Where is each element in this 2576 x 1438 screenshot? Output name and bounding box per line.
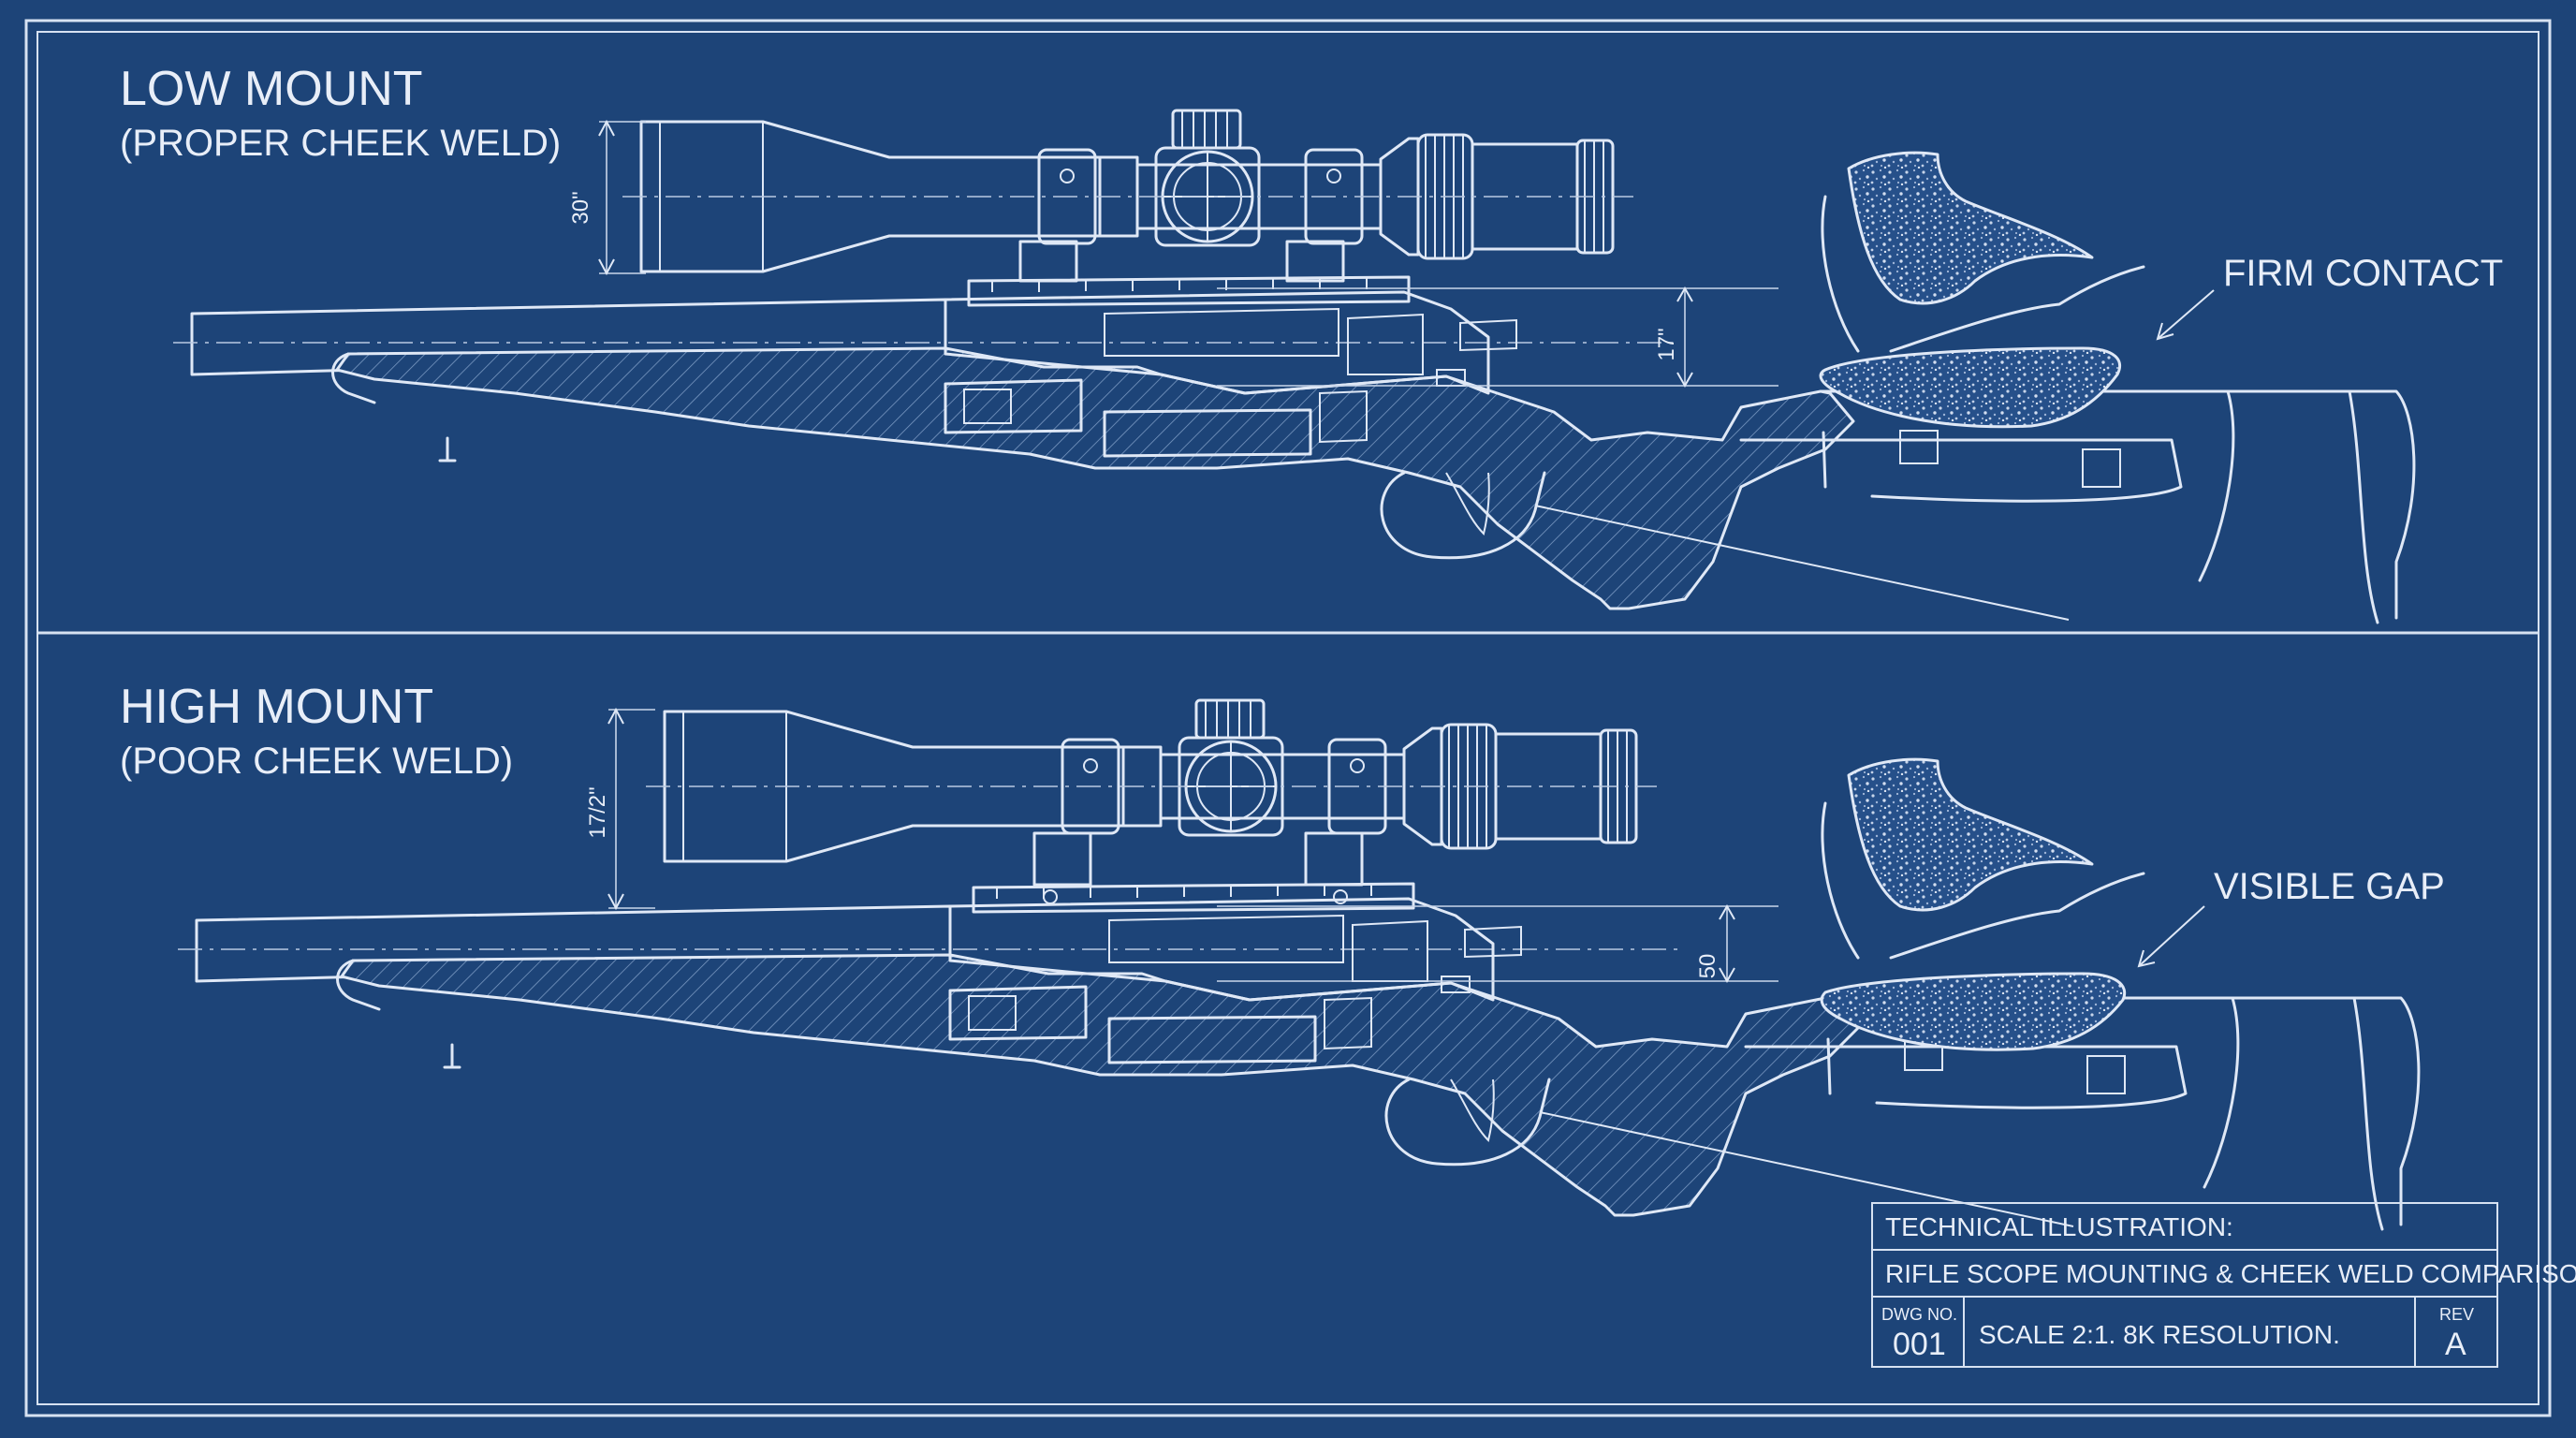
drawing-number: 001 (1893, 1327, 1946, 1362)
low-mount-cheek-dimension: 17" (1217, 286, 1778, 389)
svg-text:17": 17" (1654, 328, 1679, 360)
low-mount-rifle (171, 275, 2416, 624)
low-mount-callout: FIRM CONTACT (2156, 253, 2503, 341)
high-mount-cheek-dimension: 50 (1217, 903, 1778, 984)
high-mount-title: HIGH MOUNT (120, 680, 433, 734)
visible-gap-label: VISIBLE GAP (2214, 866, 2445, 907)
svg-text:30": 30" (568, 191, 593, 224)
svg-text:50: 50 (1695, 954, 1720, 979)
high-mount-scope-dimension: 17/2" (585, 707, 655, 911)
revision-label: REV (2439, 1305, 2474, 1324)
high-mount-cheek (1821, 757, 2145, 960)
low-mount-title: LOW MOUNT (120, 62, 423, 116)
high-mount-subtitle: (POOR CHEEK WELD) (120, 741, 513, 782)
drawing-number-label: DWG NO. (1881, 1305, 1957, 1324)
low-mount-scope (621, 109, 1635, 273)
low-mount-cheek-pad (1819, 346, 2122, 429)
low-mount-ring-bases (1018, 240, 1345, 283)
low-mount-scope-dimension: 30" (568, 119, 646, 276)
svg-text:17/2": 17/2" (585, 786, 610, 838)
inner-border (37, 31, 2539, 1405)
high-mount-scope (644, 698, 1659, 863)
title-block-description: RIFLE SCOPE MOUNTING & CHEEK WELD COMPAR… (1885, 1259, 2576, 1288)
high-mount-rifle (176, 882, 2421, 1231)
outer-border (24, 19, 2552, 1417)
high-mount-panel: HIGH MOUNT (POOR CHEEK WELD) 17/2" 50 (120, 680, 2445, 1231)
low-mount-subtitle: (PROPER CHEEK WELD) (120, 123, 561, 164)
low-mount-panel: LOW MOUNT (PROPER CHEEK WELD) 30" 17" FI… (120, 62, 2503, 624)
revision-value: A (2445, 1327, 2466, 1362)
low-mount-cheek (1821, 151, 2145, 353)
title-block: TECHNICAL ILLUSTRATION: RIFLE SCOPE MOUN… (1871, 1202, 2576, 1368)
firm-contact-label: FIRM CONTACT (2223, 253, 2503, 294)
high-mount-callout: VISIBLE GAP (2137, 866, 2445, 968)
high-mount-ring-bases (1032, 831, 1364, 887)
high-mount-cheek-pad (1820, 972, 2127, 1051)
title-block-heading: TECHNICAL ILLUSTRATION: (1885, 1212, 2233, 1241)
scale-note: SCALE 2:1. 8K RESOLUTION. (1979, 1320, 2340, 1349)
